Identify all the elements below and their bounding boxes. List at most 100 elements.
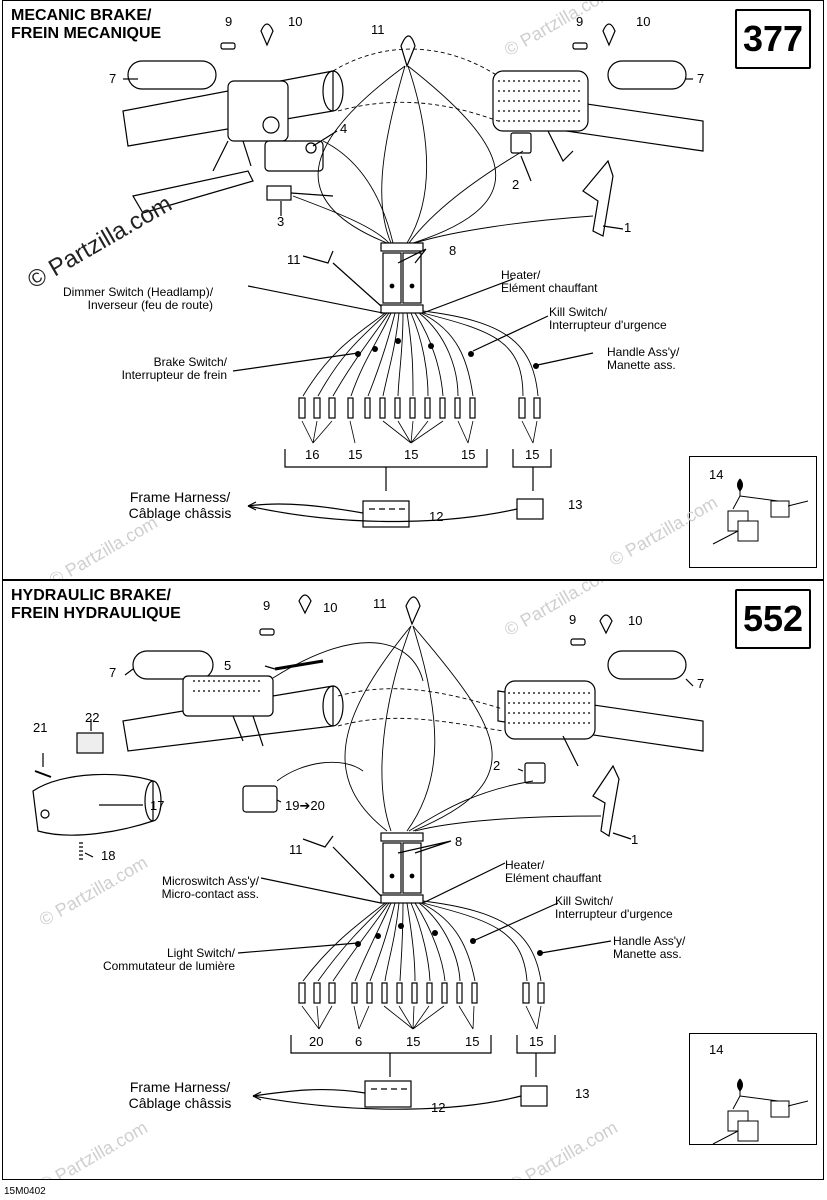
label-frame-harness: Frame Harness/ Câblage châssis bbox=[115, 489, 245, 521]
callout-11b: 11 bbox=[289, 842, 303, 857]
label-kill-fr: Interrupteur d'urgence bbox=[549, 318, 667, 332]
label-brake-switch: Brake Switch/ Interrupteur de frein bbox=[101, 356, 227, 382]
callout-11b: 11 bbox=[287, 252, 301, 267]
panel-title: MECANIC BRAKE/ FREIN MECANIQUE bbox=[11, 7, 161, 43]
callout-12: 12 bbox=[431, 1100, 446, 1115]
group-15d: 15 bbox=[525, 447, 540, 462]
callout-1: 1 bbox=[624, 220, 632, 235]
group-15b: 15 bbox=[404, 447, 419, 462]
callout-9b: 9 bbox=[569, 612, 577, 627]
kill-switch-drawing bbox=[510, 132, 532, 154]
label-heater-fr: Elément chauffant bbox=[505, 871, 602, 885]
panel-title: HYDRAULIC BRAKE/ FREIN HYDRAULIQUE bbox=[11, 587, 181, 623]
master-cylinder-drawing bbox=[182, 675, 274, 717]
callout-10b: 10 bbox=[628, 613, 643, 628]
model-code-box: 377 bbox=[735, 9, 811, 69]
callout-9b: 9 bbox=[576, 14, 584, 29]
inset-connector-drawing bbox=[712, 1078, 809, 1145]
label-handle-en: Handle Ass'y/ bbox=[613, 934, 686, 948]
group-15c: 15 bbox=[461, 447, 476, 462]
label-kill-fr: Interrupteur d'urgence bbox=[555, 907, 673, 921]
right-grip-drawing bbox=[492, 60, 704, 163]
label-microswitch: Microswitch Ass'y/ Micro-contact ass. bbox=[143, 875, 259, 901]
title-french: FREIN MECANIQUE bbox=[11, 25, 162, 42]
callout-8: 8 bbox=[449, 243, 457, 258]
connector-detail-inset bbox=[689, 1033, 817, 1145]
left-grip-drawing bbox=[122, 60, 344, 172]
mechanical-brake-drawing bbox=[122, 23, 809, 545]
label-frame-fr: Câblage châssis bbox=[128, 1095, 232, 1111]
callout-9a: 9 bbox=[263, 598, 271, 613]
callout-3: 3 bbox=[277, 214, 285, 229]
figure-code: 15M0402 bbox=[4, 1186, 46, 1197]
label-heater-fr: Elément chauffant bbox=[501, 281, 598, 295]
callout-8: 8 bbox=[455, 834, 463, 849]
label-kill-switch: Kill Switch/ Interrupteur d'urgence bbox=[549, 306, 667, 332]
callout-11a: 11 bbox=[373, 596, 387, 611]
connector-detail-inset bbox=[689, 456, 817, 568]
hydraulic-brake-panel: HYDRAULIC BRAKE/ FREIN HYDRAULIQUE 552 bbox=[2, 580, 824, 1180]
label-light-switch: Light Switch/ Commutateur de lumière bbox=[77, 947, 235, 973]
callout-10a: 10 bbox=[323, 600, 338, 615]
callout-21: 21 bbox=[33, 720, 48, 735]
callout-10b: 10 bbox=[636, 14, 651, 29]
wire-bundle bbox=[292, 48, 594, 244]
callout-18: 18 bbox=[101, 848, 116, 863]
label-brake-fr: Interrupteur de frein bbox=[121, 368, 227, 382]
callout-11a: 11 bbox=[371, 22, 385, 37]
title-english: HYDRAULIC BRAKE/ bbox=[11, 587, 171, 604]
label-light-en: Light Switch/ bbox=[166, 946, 235, 960]
group-20: 20 bbox=[309, 1034, 324, 1049]
callout-13: 13 bbox=[575, 1086, 590, 1101]
label-brake-en: Brake Switch/ bbox=[153, 355, 227, 369]
label-dimmer-fr: Inverseur (feu de route) bbox=[87, 298, 214, 312]
title-english: MECANIC BRAKE/ bbox=[11, 7, 152, 24]
callout-7b: 7 bbox=[697, 676, 705, 691]
cable-tie-drawing bbox=[400, 35, 416, 68]
group-15c: 15 bbox=[529, 1034, 544, 1049]
group-15b: 15 bbox=[465, 1034, 480, 1049]
label-handle-assy: Handle Ass'y/ Manette ass. bbox=[607, 346, 679, 372]
label-handle-assy: Handle Ass'y/ Manette ass. bbox=[613, 935, 685, 961]
label-kill-en: Kill Switch/ bbox=[549, 305, 608, 319]
callout-4: 4 bbox=[340, 121, 348, 136]
group-15a: 15 bbox=[406, 1034, 421, 1049]
callout-7a: 7 bbox=[109, 665, 117, 680]
callout-19-20: 19➔20 bbox=[285, 798, 325, 813]
callout-9a: 9 bbox=[225, 14, 233, 29]
dimmer-switch-drawing bbox=[264, 140, 324, 172]
connector-12-drawing bbox=[362, 500, 410, 528]
label-heater: Heater/ Elément chauffant bbox=[501, 269, 598, 295]
brake-switch-drawing bbox=[266, 185, 334, 201]
mechanical-brake-panel: MECANIC BRAKE/ FREIN MECANIQUE 377 bbox=[2, 0, 824, 580]
callout-13: 13 bbox=[568, 497, 583, 512]
group-15a: 15 bbox=[348, 447, 363, 462]
callout-2: 2 bbox=[493, 758, 501, 773]
label-dimmer-en: Dimmer Switch (Headlamp)/ bbox=[63, 285, 214, 299]
label-micro-en: Microswitch Ass'y/ bbox=[162, 874, 259, 888]
model-code-box: 552 bbox=[735, 589, 811, 649]
label-frame-en: Frame Harness/ bbox=[129, 1079, 231, 1095]
label-handle-en: Handle Ass'y/ bbox=[607, 345, 680, 359]
label-kill-switch: Kill Switch/ Interrupteur d'urgence bbox=[555, 895, 673, 921]
housing-17-drawing bbox=[32, 773, 154, 836]
label-micro-fr: Micro-contact ass. bbox=[161, 887, 259, 901]
label-light-fr: Commutateur de lumière bbox=[102, 959, 235, 973]
label-heater: Heater/ Elément chauffant bbox=[505, 859, 602, 885]
group-16: 16 bbox=[305, 447, 320, 462]
group-6: 6 bbox=[355, 1034, 363, 1049]
connector-13-drawing bbox=[516, 498, 544, 520]
inset-connector-drawing bbox=[712, 478, 809, 545]
label-dimmer-switch: Dimmer Switch (Headlamp)/ Inverseur (feu… bbox=[63, 286, 213, 312]
label-frame-harness: Frame Harness/ Câblage châssis bbox=[115, 1079, 245, 1111]
callout-7a: 7 bbox=[109, 71, 117, 86]
brake-lever-drawing bbox=[132, 170, 254, 214]
microswitch-19-drawing bbox=[242, 785, 278, 813]
callout-22: 22 bbox=[85, 710, 100, 725]
label-heater-en: Heater/ bbox=[501, 268, 541, 282]
label-heater-en: Heater/ bbox=[505, 858, 545, 872]
hydraulic-brake-drawing bbox=[32, 594, 809, 1145]
callout-14: 14 bbox=[709, 467, 724, 482]
callout-2: 2 bbox=[512, 177, 520, 192]
callout-7b: 7 bbox=[697, 71, 705, 86]
